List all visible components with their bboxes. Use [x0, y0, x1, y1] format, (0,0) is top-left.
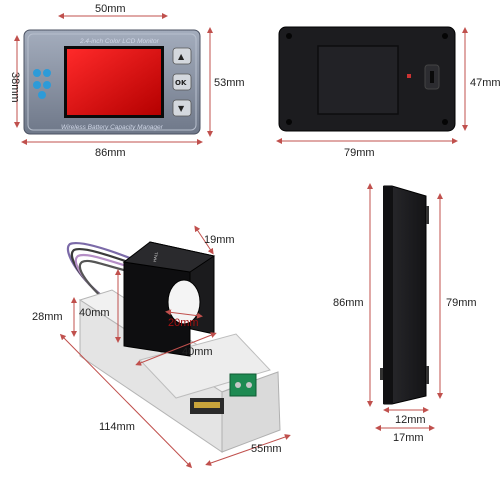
dim-width: 86mm — [95, 147, 126, 159]
hall-sensor-top — [122, 241, 216, 273]
indicator-lights — [33, 69, 51, 99]
terminal-screw — [235, 382, 241, 388]
back-led — [407, 74, 411, 78]
dim-side-height-outer: 86mm — [333, 297, 364, 309]
connector-pins — [194, 402, 220, 408]
back-view: 47mm 79mm — [276, 26, 500, 159]
indicator-light — [43, 81, 51, 89]
dim-side-height-inner: 79mm — [446, 297, 477, 309]
dim-sensor-width: 40mm — [182, 346, 213, 358]
dim-outer-height: 53mm — [214, 77, 245, 89]
dim-screen-width: 50mm — [95, 3, 126, 15]
monitor-front-bezel — [27, 33, 197, 131]
front-view: 2.4-inch Color LCD Monitor Wireless Batt… — [9, 3, 245, 159]
back-recess — [317, 45, 399, 115]
dim-line-sensor-thickness — [194, 225, 214, 255]
front-top-label: 2.4-inch Color LCD Monitor — [79, 38, 160, 45]
side-clip — [380, 368, 383, 380]
up-button-label: ▲ — [178, 52, 185, 61]
side-clip — [426, 206, 429, 224]
side-front-edge — [383, 186, 393, 404]
ok-button-label: OK — [175, 79, 187, 87]
screw-hole — [442, 119, 448, 125]
dim-base-length: 114mm — [99, 421, 135, 433]
terminal-block — [229, 373, 257, 397]
dim-line-hole — [165, 309, 203, 319]
dim-line-base-width — [205, 434, 291, 466]
side-clip — [426, 366, 429, 384]
lcd-screen-display — [67, 49, 161, 115]
dim-hole: 20mm — [168, 317, 199, 329]
dim-base-width: 55mm — [251, 443, 282, 455]
dim-line-base-length — [59, 333, 193, 469]
indicator-light — [33, 81, 41, 89]
dim-sensor-height: 40mm — [79, 307, 110, 319]
indicator-light — [38, 91, 46, 99]
shunt-module: HALL 19mm 40mm 20mm 40mm 28mm 114mm 55mm — [32, 225, 291, 469]
dim-side-depth-front: 12mm — [395, 414, 426, 426]
down-button[interactable]: ▼ — [172, 99, 192, 117]
terminal-screw — [246, 382, 252, 388]
ok-button[interactable]: OK — [172, 73, 192, 91]
down-button-label: ▼ — [178, 104, 185, 113]
screw-hole — [442, 33, 448, 39]
sensor-print: HALL — [152, 251, 159, 262]
dim-back-width: 79mm — [344, 147, 375, 159]
dim-sensor-thickness: 19mm — [204, 234, 235, 246]
dim-height: 38mm — [9, 72, 21, 103]
screw-hole — [286, 119, 292, 125]
dim-back-height: 47mm — [470, 77, 500, 89]
front-bottom-label: Wireless Battery Capacity Manager — [61, 124, 164, 131]
up-button[interactable]: ▲ — [172, 47, 192, 65]
dim-base-height: 28mm — [32, 311, 63, 323]
dim-side-depth-total: 17mm — [393, 432, 424, 444]
screw-hole — [286, 33, 292, 39]
port-slot — [430, 71, 434, 83]
indicator-light — [43, 69, 51, 77]
wire-bundle — [78, 259, 141, 309]
side-view: 86mm 79mm 12mm 17mm — [333, 183, 477, 444]
indicator-light — [33, 69, 41, 77]
